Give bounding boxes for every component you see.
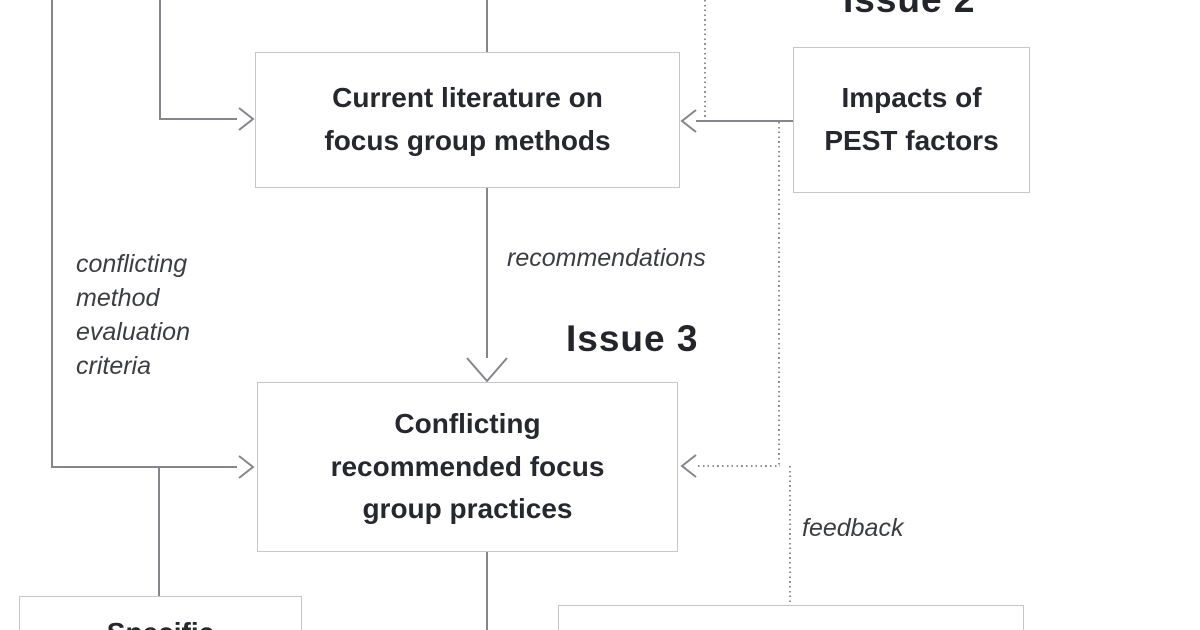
connector-upperleft-vertical bbox=[159, 0, 161, 119]
arrow-right-into-literature-icon bbox=[237, 106, 255, 132]
connector-left-vertical bbox=[51, 0, 53, 467]
connector-pest-horizontal bbox=[696, 120, 794, 122]
feedback-dotted-horizontal bbox=[698, 465, 780, 467]
heading-issue-2: Issue 2 bbox=[843, 0, 975, 21]
box-specific: Specific bbox=[19, 596, 302, 630]
feedback-dotted-mid-vertical bbox=[778, 122, 780, 465]
arrow-right-into-practices-icon bbox=[237, 454, 255, 480]
arrow-left-into-literature-icon bbox=[680, 108, 698, 134]
connector-center-top-vertical bbox=[486, 0, 488, 52]
label-feedback: feedback bbox=[802, 514, 904, 542]
arrow-left-feedback-icon bbox=[680, 453, 698, 479]
feedback-dotted-bottom-vertical bbox=[789, 466, 791, 605]
connector-left-horizontal bbox=[51, 466, 237, 468]
connector-upperleft-horizontal bbox=[159, 118, 237, 120]
label-recommendations: recommendations bbox=[507, 244, 706, 272]
connector-branch-to-specific bbox=[158, 467, 160, 596]
connector-center-mid-vertical bbox=[486, 188, 488, 358]
heading-issue-3: Issue 3 bbox=[566, 318, 699, 359]
connector-center-bottom-vertical bbox=[486, 552, 488, 630]
feedback-dotted-top-vertical bbox=[704, 0, 706, 120]
box-specific-label: Specific bbox=[107, 612, 214, 630]
box-bottom-right bbox=[558, 605, 1024, 630]
arrow-down-into-practices-icon bbox=[465, 356, 509, 384]
